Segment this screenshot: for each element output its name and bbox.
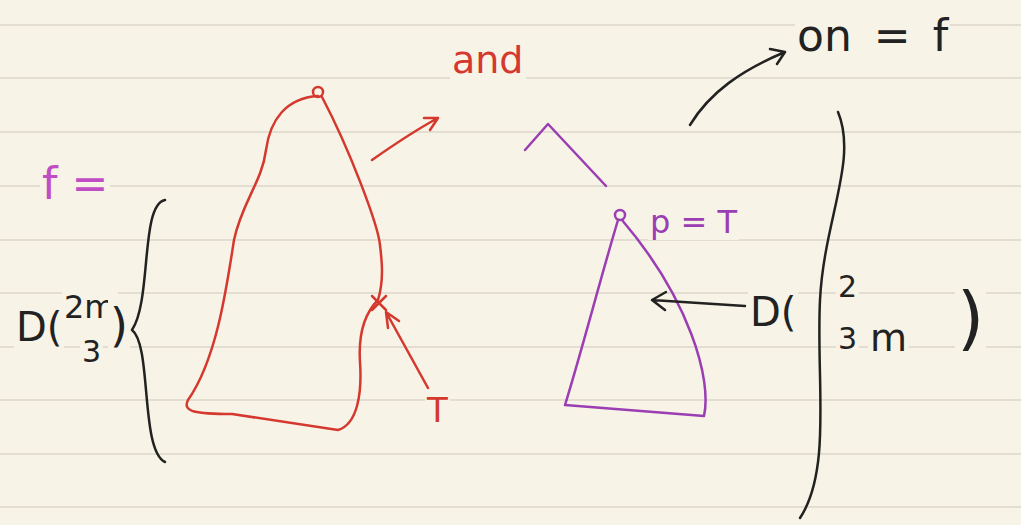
closing-bracket bbox=[800, 112, 844, 518]
cross-mark bbox=[372, 296, 386, 310]
handwritten-label: ) bbox=[955, 280, 986, 357]
curly-brace bbox=[132, 200, 165, 462]
handwritten-label: and bbox=[450, 40, 526, 82]
handwritten-label: 2 bbox=[836, 270, 859, 303]
handwritten-label: f = bbox=[40, 160, 110, 208]
subtree-triangle bbox=[565, 220, 706, 416]
handwritten-label: D( bbox=[748, 290, 798, 334]
pointer-arrow bbox=[690, 49, 785, 125]
tree-outline bbox=[187, 96, 382, 430]
handwritten-label: 3 bbox=[80, 335, 103, 368]
handwritten-label: m bbox=[868, 318, 909, 360]
pointer-arrow bbox=[372, 118, 438, 160]
handwritten-label: 3 bbox=[836, 322, 859, 355]
handwritten-label: T bbox=[425, 392, 450, 429]
handwritten-label: on = f bbox=[795, 12, 950, 60]
root-node bbox=[313, 87, 323, 97]
and-symbol bbox=[525, 124, 606, 186]
pointer-arrow bbox=[386, 312, 428, 388]
handwritten-label: p = T bbox=[648, 205, 739, 240]
pointer-arrow bbox=[652, 292, 745, 310]
handwritten-label: D( bbox=[14, 305, 64, 349]
handwritten-label: ) bbox=[108, 300, 130, 351]
root-node bbox=[615, 210, 625, 220]
ruled-lines bbox=[0, 25, 1021, 507]
